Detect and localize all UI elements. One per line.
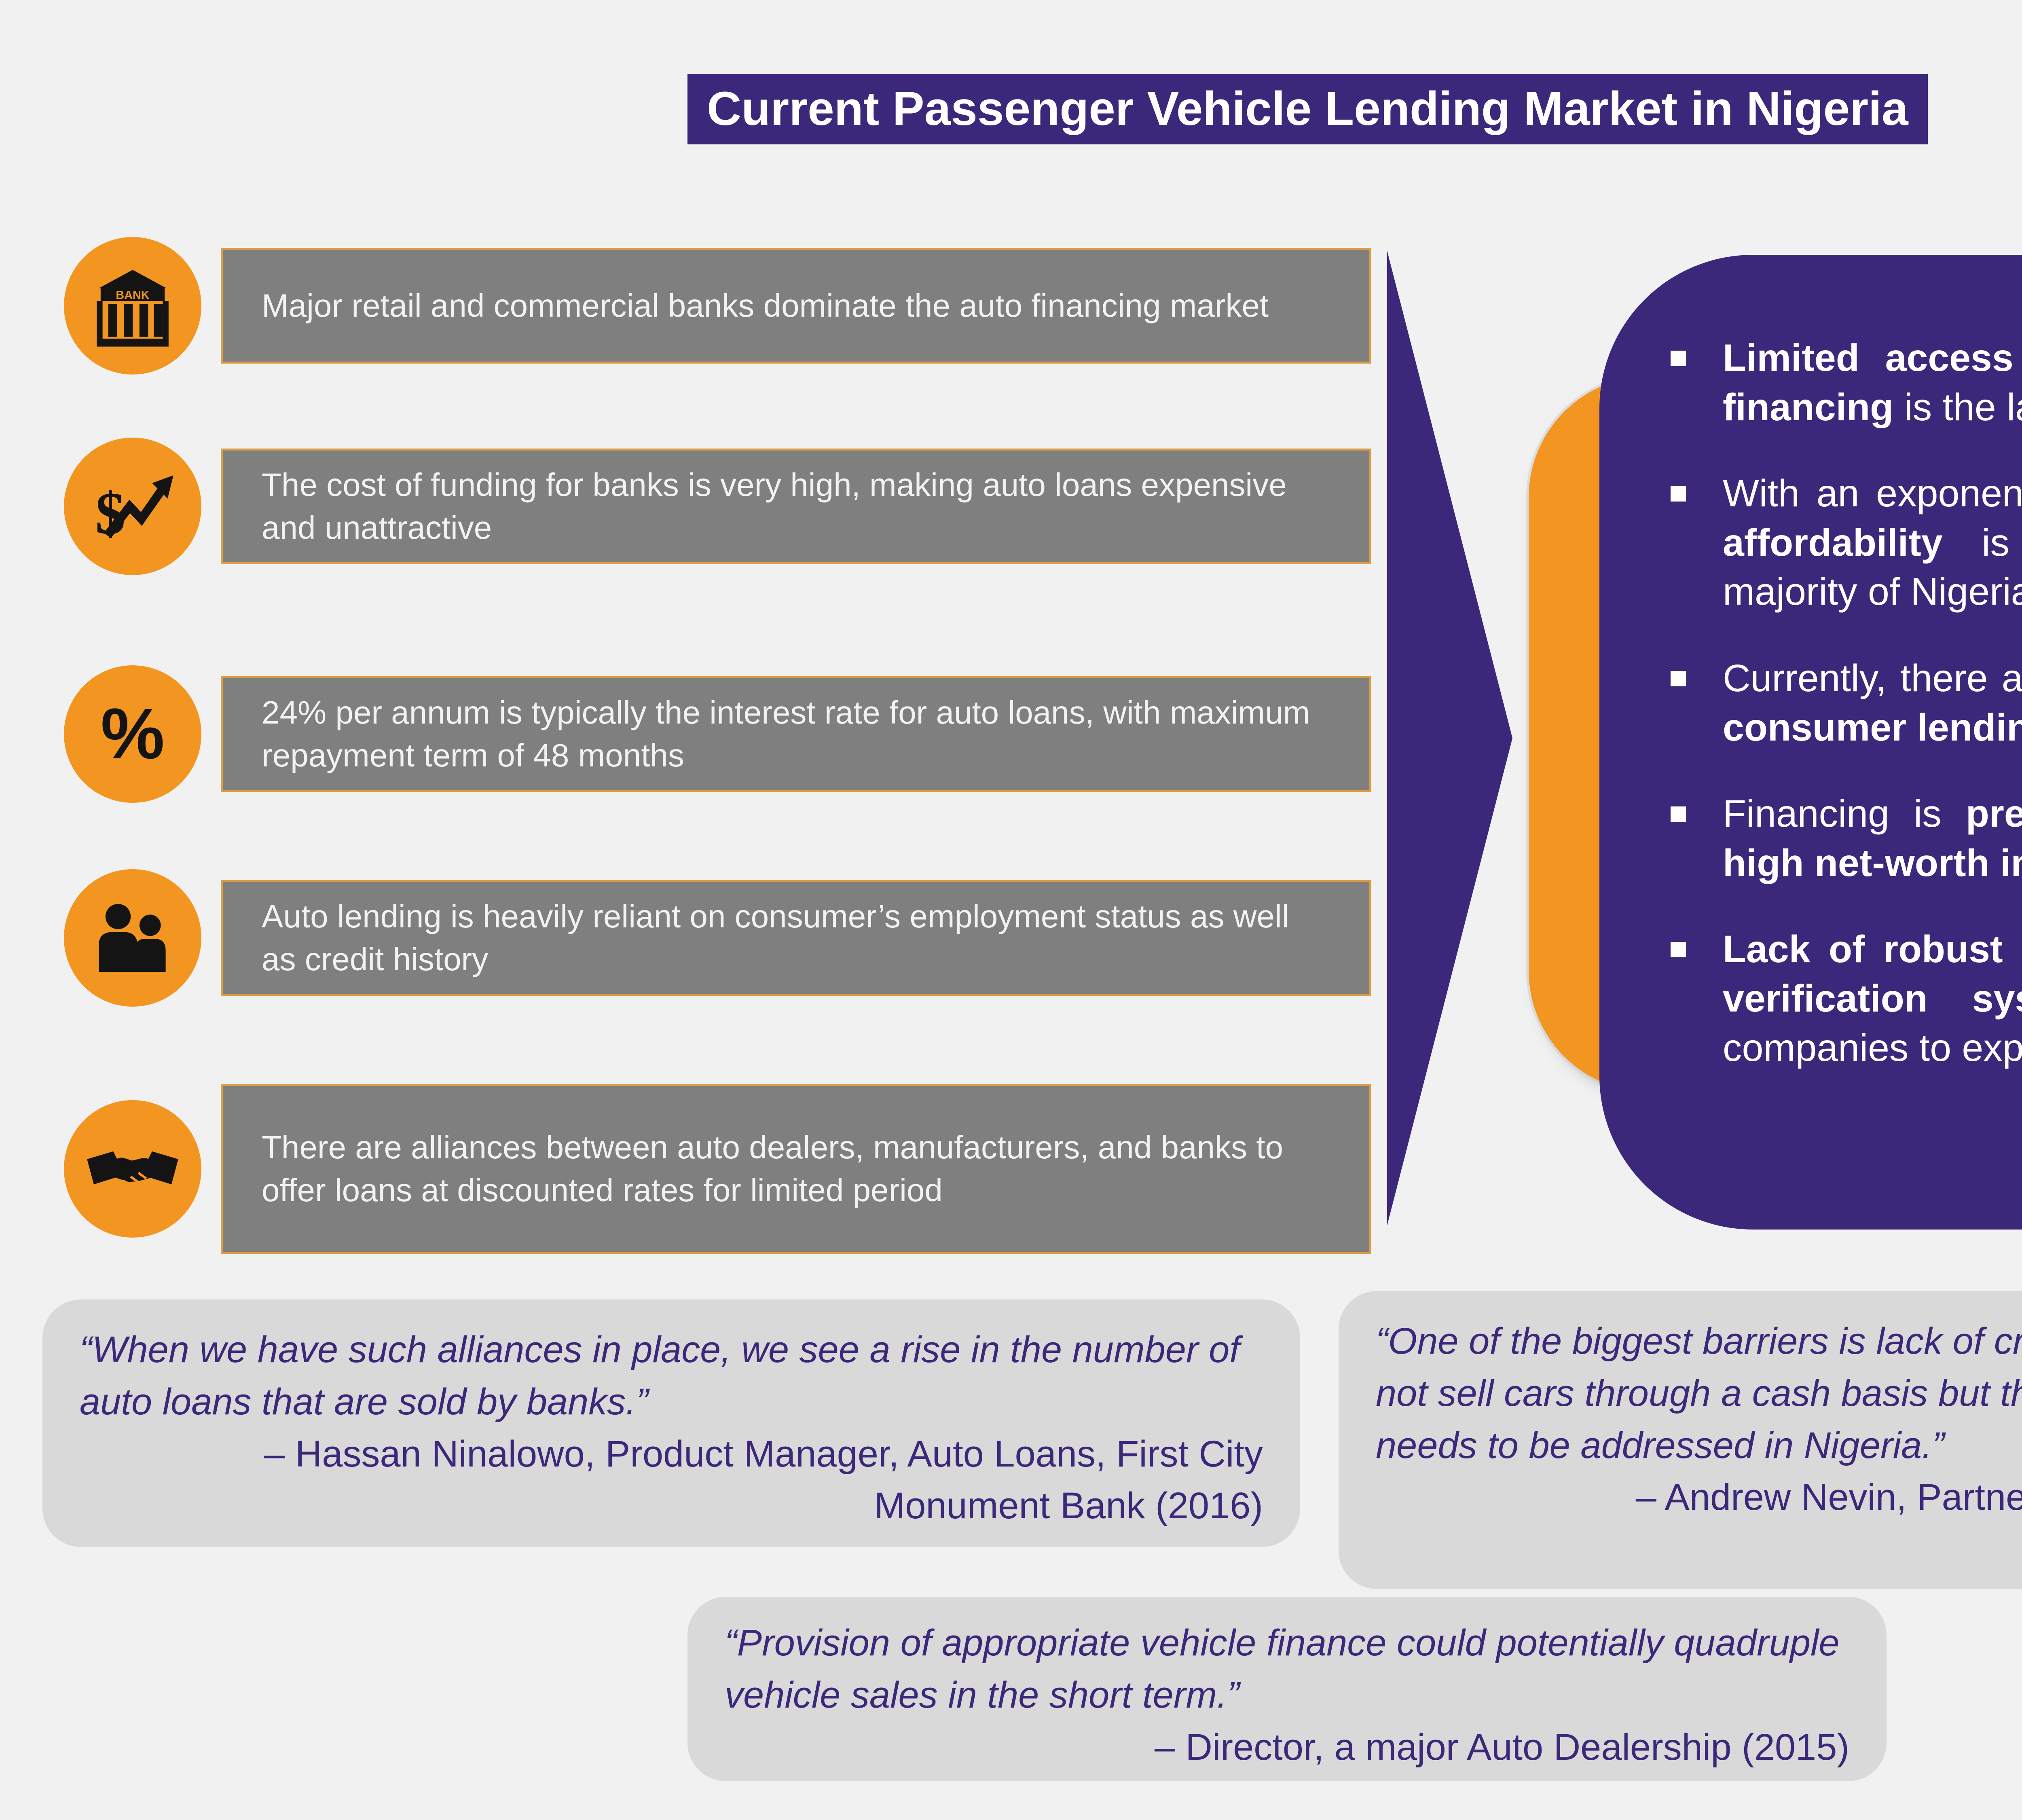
statement-text: The cost of funding for banks is very hi… xyxy=(262,467,1287,546)
statement-box: 24% per annum is typically the interest … xyxy=(221,676,1371,792)
square-bullet-icon xyxy=(1671,351,1686,366)
quote-text: “One of the biggest barriers is lack of … xyxy=(1376,1321,2022,1466)
page-title: Current Passenger Vehicle Lending Market… xyxy=(687,74,1928,144)
statement-box: Auto lending is heavily reliant on consu… xyxy=(221,880,1371,996)
constraint-bullet: Limited access to and high costs of fina… xyxy=(1668,334,2022,432)
constraints-panel: Limited access to and high costs of fina… xyxy=(1599,255,2022,1230)
quote-text: “When we have such alliances in place, w… xyxy=(80,1329,1240,1422)
statement-text: Major retail and commercial banks domina… xyxy=(262,288,1269,324)
handshake-icon xyxy=(64,1100,201,1238)
statement-box: The cost of funding for banks is very hi… xyxy=(221,449,1371,564)
bank-icon: BANK xyxy=(64,237,201,375)
attribution-line: – Andrew Nevin, Partner Africa Strategy … xyxy=(1635,1477,2022,1518)
quote-text: “Provision of appropriate vehicle financ… xyxy=(725,1622,1840,1716)
attribution-line: – Director, a major Auto Dealership (201… xyxy=(1154,1726,1849,1768)
svg-text:%: % xyxy=(101,693,165,774)
constraints-bullet-list: Limited access to and high costs of fina… xyxy=(1668,334,2022,1073)
quote-card-pwc: “One of the biggest barriers is lack of … xyxy=(1339,1291,2022,1589)
statement-text: There are alliances between auto dealers… xyxy=(262,1129,1283,1208)
constraint-bullet: With an exponential rise in vehicle pric… xyxy=(1668,469,2022,617)
flow-arrow-right-icon xyxy=(1387,251,1512,1225)
quote-attribution: – Hassan Ninalowo, Product Manager, Auto… xyxy=(80,1428,1263,1532)
quote-card-dealership: “Provision of appropriate vehicle financ… xyxy=(687,1597,1887,1781)
attribution-line: PwC (2015) xyxy=(1376,1524,2022,1576)
percent-icon: % xyxy=(64,665,201,803)
attribution-line: Monument Bank (2016) xyxy=(874,1485,1263,1527)
constraint-bullet: Lack of robust credit data and identity … xyxy=(1668,925,2022,1073)
square-bullet-icon xyxy=(1671,671,1686,686)
statement-box: Major retail and commercial banks domina… xyxy=(221,248,1371,364)
attribution-line: – Hassan Ninalowo, Product Manager, Auto… xyxy=(264,1433,1263,1475)
people-icon xyxy=(64,869,201,1007)
statement-row: There are alliances between auto dealers… xyxy=(64,1084,1371,1254)
constraint-bullet: Currently, there are serious credit gaps… xyxy=(1668,654,2022,752)
quote-attribution: – Director, a major Auto Dealership (201… xyxy=(725,1721,1849,1773)
statement-row: $ The cost of funding for banks is very … xyxy=(64,438,1371,575)
statement-row: Auto lending is heavily reliant on consu… xyxy=(64,869,1371,1007)
square-bullet-icon xyxy=(1671,486,1686,502)
square-bullet-icon xyxy=(1671,942,1686,958)
statement-text: 24% per annum is typically the interest … xyxy=(262,694,1310,773)
quote-attribution: – Andrew Nevin, Partner Africa Strategy … xyxy=(1376,1471,2022,1576)
dollar-growth-icon: $ xyxy=(64,438,201,575)
statement-box: There are alliances between auto dealers… xyxy=(221,1084,1371,1254)
square-bullet-icon xyxy=(1671,806,1686,822)
statement-text: Auto lending is heavily reliant on consu… xyxy=(262,898,1289,977)
statement-row: % 24% per annum is typically the interest… xyxy=(64,665,1371,803)
constraint-bullet: Financing is predominantly targeted at h… xyxy=(1668,789,2022,888)
quote-card-fcmb: “When we have such alliances in place, w… xyxy=(42,1299,1300,1547)
statement-row: BANK Major retail and commercial banks do… xyxy=(64,237,1371,375)
svg-text:BANK: BANK xyxy=(116,289,149,302)
